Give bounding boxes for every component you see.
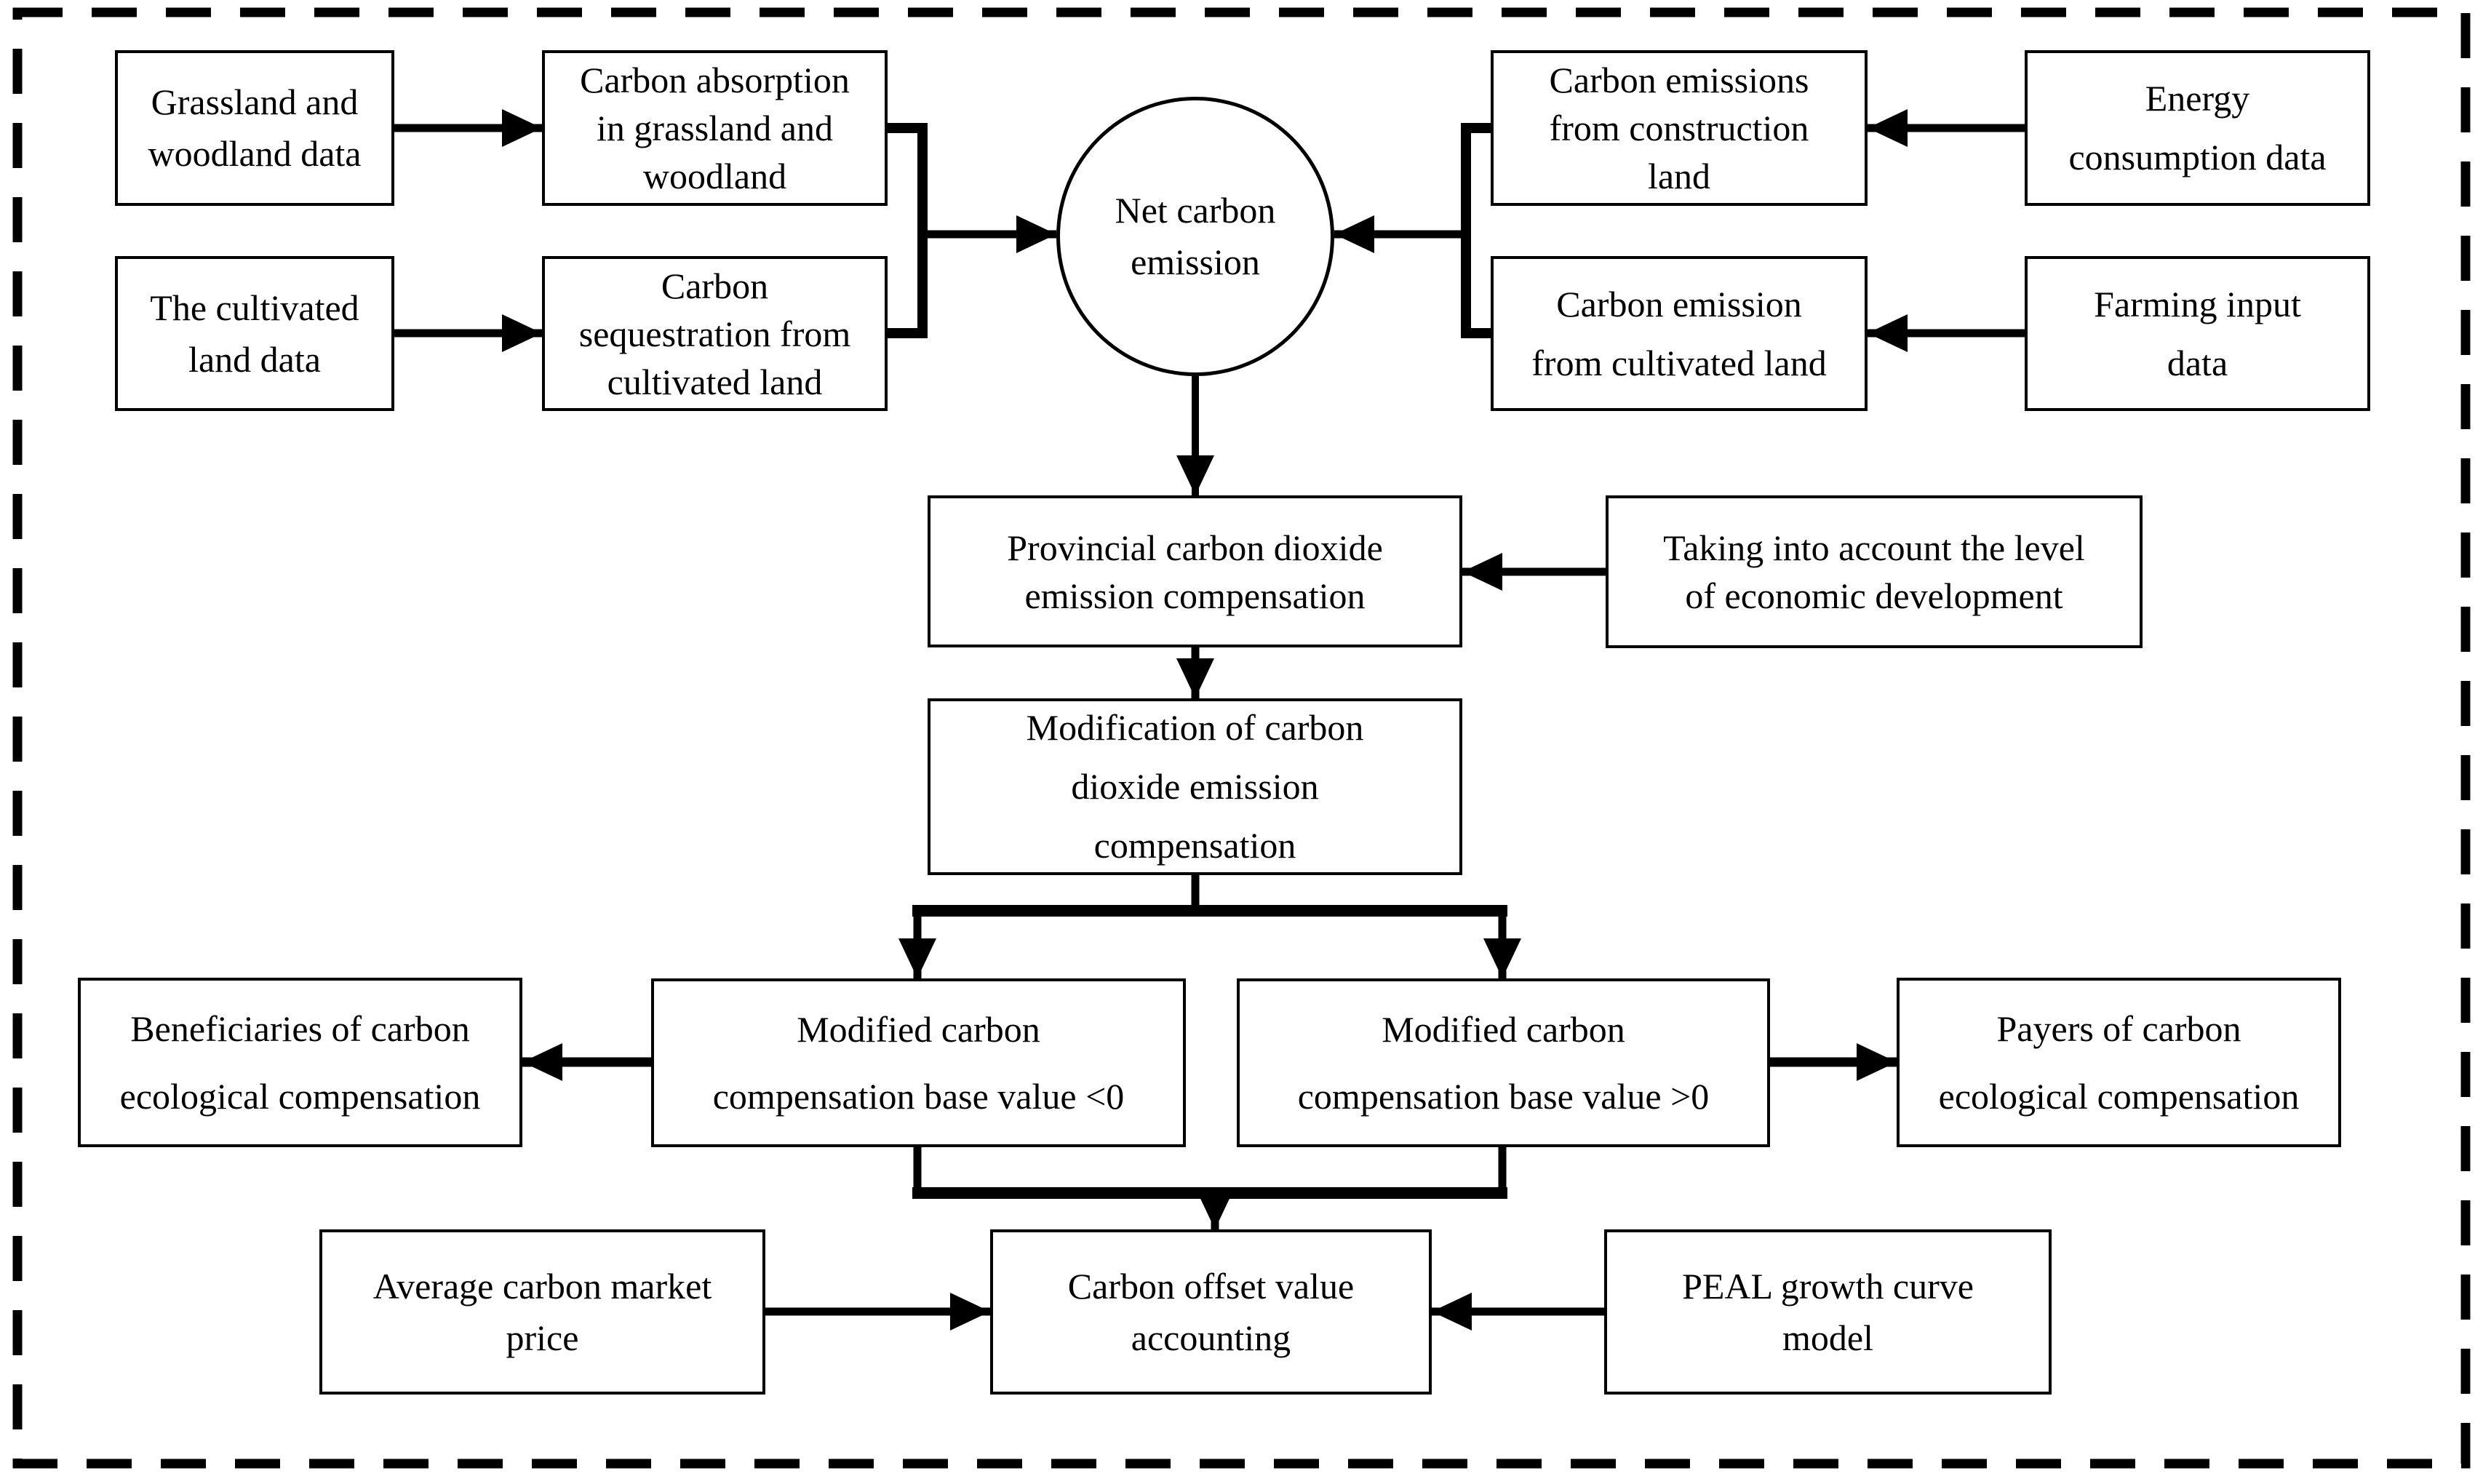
node-net-carbon-emission: Net carbon emission [1056,97,1334,376]
node-carbon-sequestration: Carbon sequestration from cultivated lan… [542,256,888,411]
node-offset-accounting: Carbon offset value accounting [990,1229,1432,1395]
node-market-price: Average carbon market price [319,1229,765,1395]
dashed-frame [12,7,2471,1469]
node-cultivated-emissions: Carbon emission from cultivated land [1491,256,1868,411]
bracket-left-sources [888,123,928,338]
node-economic-level: Taking into account the level of economi… [1606,495,2143,648]
node-payers: Payers of carbon ecological compensation [1897,978,2341,1147]
node-provincial-compensation: Provincial carbon dioxide emission compe… [928,495,1462,647]
node-cultivated-land-data: The cultivated land data [115,256,394,411]
node-base-value-negative: Modified carbon compensation base value … [651,978,1186,1147]
node-construction-emissions: Carbon emissions from construction land [1491,50,1868,206]
node-modification: Modification of carbon dioxide emission … [928,698,1462,875]
bracket-right-sources [1461,123,1491,338]
node-grassland-woodland-data: Grassland and woodland data [115,50,394,206]
node-carbon-absorption: Carbon absorption in grassland and woodl… [542,50,888,206]
node-energy-consumption-data: Energy consumption data [2025,50,2370,206]
node-peal-model: PEAL growth curve model [1604,1229,2052,1395]
node-beneficiaries: Beneficiaries of carbon ecological compe… [78,978,522,1147]
node-farming-input-data: Farming input data [2025,256,2370,411]
node-base-value-positive: Modified carbon compensation base value … [1237,978,1770,1147]
